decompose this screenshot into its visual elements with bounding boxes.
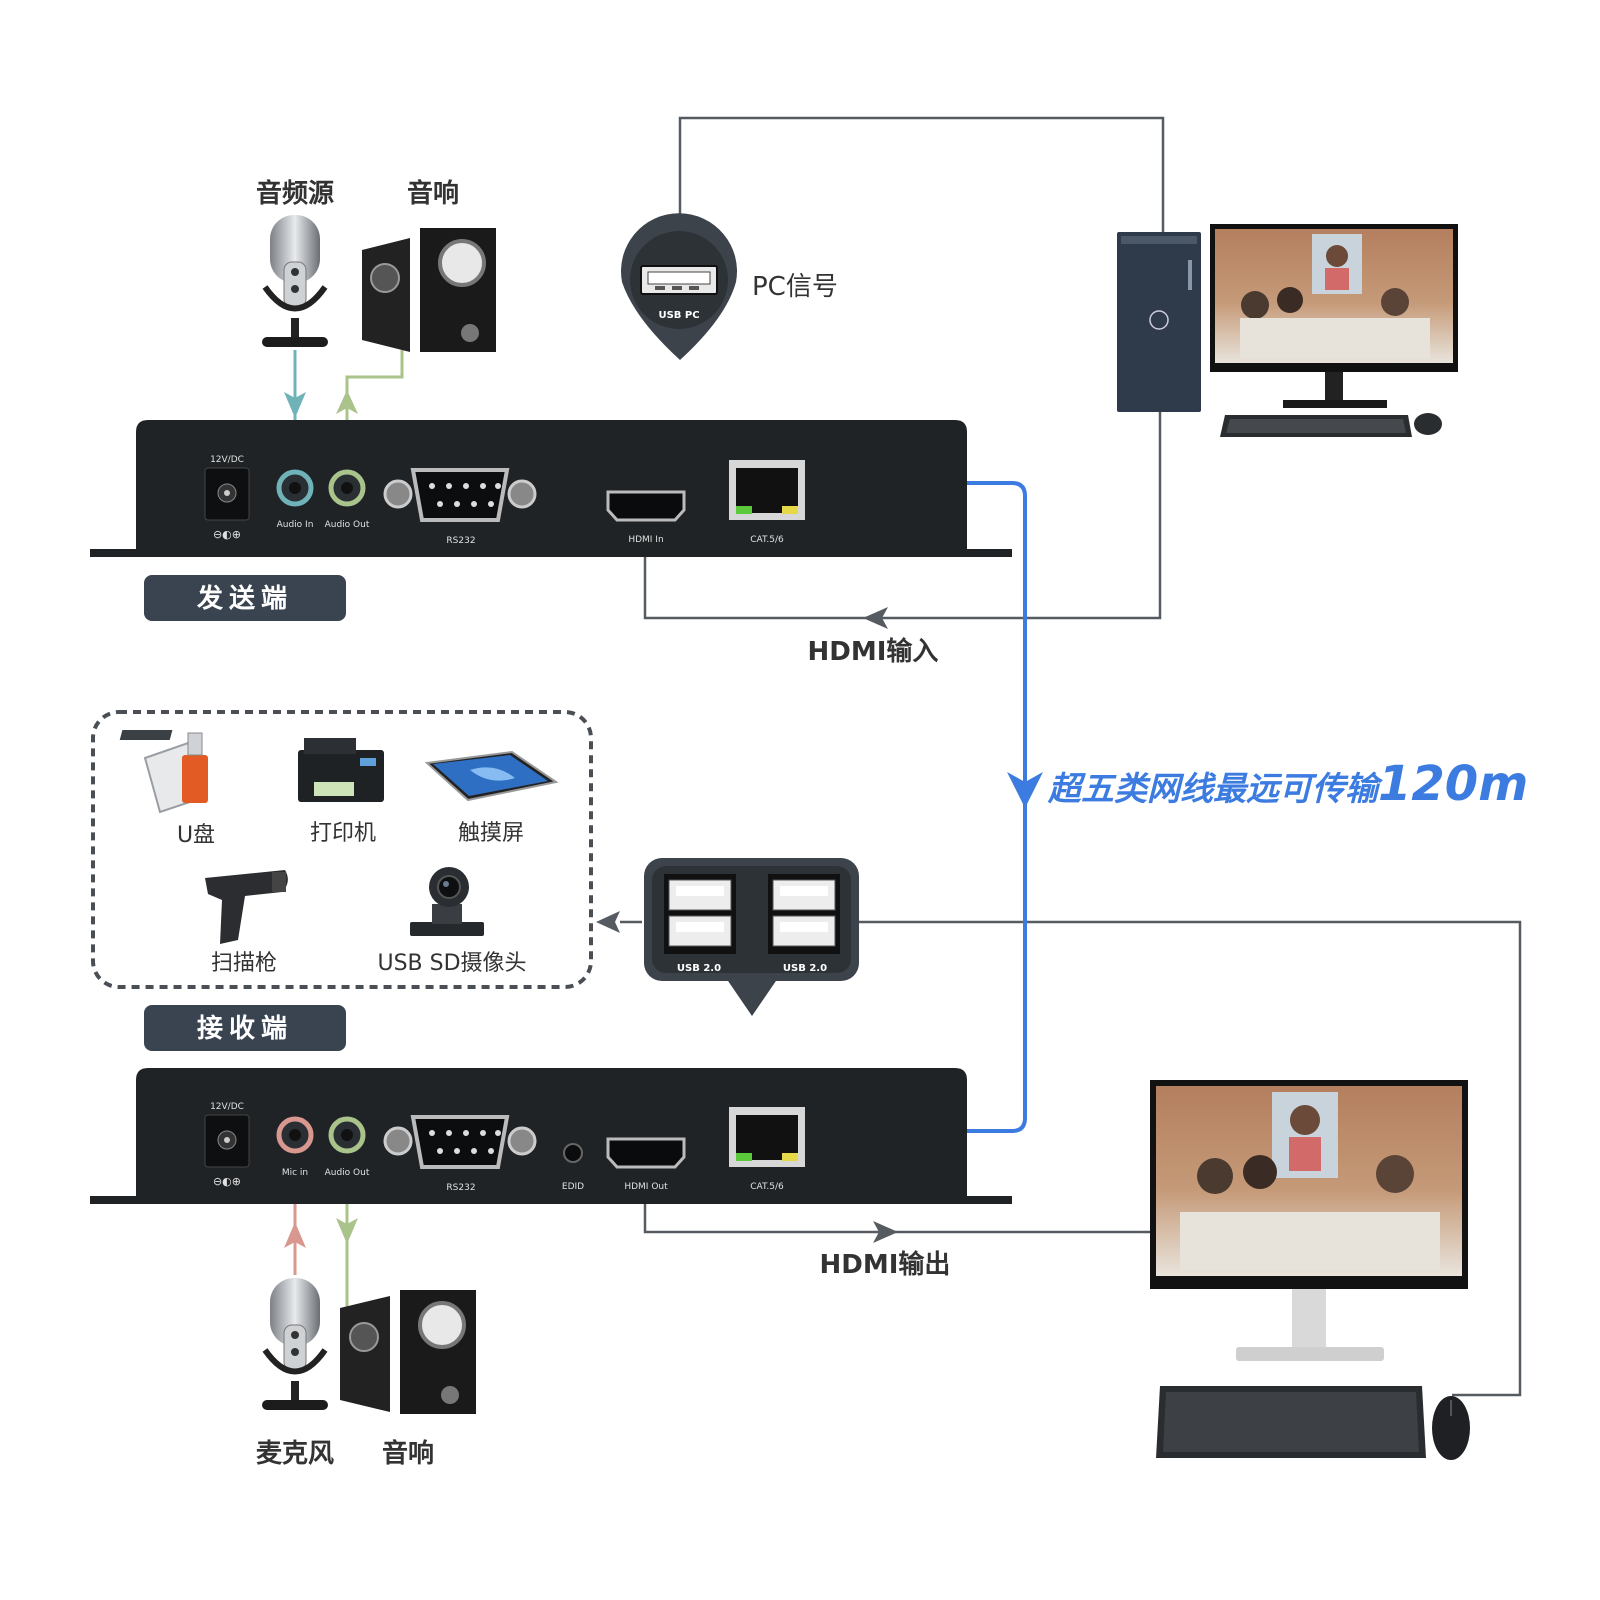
hdmi-output-arrow xyxy=(873,1221,898,1243)
usb-hub-bubble xyxy=(644,858,859,1016)
speaker-bottom-label: 音响 xyxy=(382,1438,434,1469)
tx-audio-out-label: Audio Out xyxy=(325,520,370,530)
pc-signal-label: PC信号 xyxy=(752,272,838,302)
usb-hub-port2-label: USB 2.0 xyxy=(783,963,827,974)
usb-hub-wire xyxy=(850,920,1522,1397)
peripheral-label-touchscreen: 触摸屏 xyxy=(458,821,524,846)
speaker-top-icon xyxy=(362,228,496,352)
rx-hdmi-port xyxy=(606,1137,686,1169)
microphone-icon xyxy=(262,1278,328,1410)
cable-distance-label: 超五类网线最远可传输120m xyxy=(1047,756,1528,812)
hdmi-input-wire xyxy=(643,412,1162,620)
barcode-scanner-icon xyxy=(205,870,288,944)
cat-cable xyxy=(770,481,1027,1133)
tx-audio-in-label: Audio In xyxy=(277,520,314,530)
audio-source-label: 音频源 xyxy=(256,178,334,209)
receiver-unit xyxy=(90,1068,1012,1204)
tx-hdmi-port xyxy=(606,490,686,522)
tx-power-label: 12V/DC xyxy=(210,455,244,465)
tx-hdmi-label: HDMI In xyxy=(628,535,663,545)
peripheral-label-printer: 打印机 xyxy=(310,821,376,846)
rx-power-label: 12V/DC xyxy=(210,1102,244,1112)
peripheral-label-scanner: 扫描枪 xyxy=(211,951,277,976)
transmitter-badge: 发送端 xyxy=(196,583,293,614)
pc-tower-icon xyxy=(1117,232,1201,412)
tx-power-polarity: ⊖◐⊕ xyxy=(213,528,241,541)
hdmi-output-label: HDMI输出 xyxy=(820,1249,951,1280)
cat-cable-arrow xyxy=(1007,772,1043,808)
audio-source-mic-icon xyxy=(262,215,328,347)
tx-cat-port xyxy=(729,460,805,520)
audio-in-arrow xyxy=(284,392,306,418)
tx-rs232-port xyxy=(383,468,537,522)
cable-distance-value: 120m xyxy=(1378,756,1528,812)
rx-audio-out-arrow xyxy=(336,1218,358,1244)
rx-audio-out-label: Audio Out xyxy=(325,1168,370,1178)
peripheral-group-box xyxy=(91,710,593,989)
usb-pc-bubble xyxy=(621,213,738,360)
peripheral-label-camera: USB SD摄像头 xyxy=(377,951,526,976)
mic-in-arrow xyxy=(284,1222,306,1248)
receiver-badge-bg xyxy=(144,1005,346,1051)
tx-rs232-label: RS232 xyxy=(446,536,475,546)
usb-drive-icon xyxy=(143,732,208,814)
rx-cat-label: CAT.5/6 xyxy=(750,1182,784,1192)
speaker-bottom-icon xyxy=(340,1290,476,1414)
microphone-label: 麦克风 xyxy=(256,1439,334,1469)
rx-edid-label: EDID xyxy=(562,1182,584,1192)
tablet-icon xyxy=(424,750,559,802)
usb-camera-icon xyxy=(410,867,484,936)
receiver-badge: 接收端 xyxy=(197,1014,293,1044)
rx-rs232-port xyxy=(383,1115,537,1169)
mouse-icon xyxy=(1432,1396,1470,1460)
peripheral-label-udisk: U盘 xyxy=(177,823,215,848)
usb-pc-port-label: USB PC xyxy=(658,310,699,321)
rx-power-polarity: ⊖◐⊕ xyxy=(213,1175,241,1188)
audio-out-arrow xyxy=(336,390,358,414)
transmitter-badge-bg xyxy=(144,575,346,621)
pc-monitor-icon xyxy=(1210,224,1458,408)
hdmi-input-label: HDMI输入 xyxy=(808,636,939,667)
rx-mic-in-label: Mic in xyxy=(282,1168,308,1178)
rx-hdmi-label: HDMI Out xyxy=(624,1182,668,1192)
rx-edid-button xyxy=(563,1143,583,1163)
hdmi-input-arrow xyxy=(863,607,888,629)
pc-keyboard-icon xyxy=(1220,413,1442,437)
display-monitor-icon xyxy=(1150,1080,1468,1361)
printer-icon xyxy=(119,730,384,802)
speaker-top-label: 音响 xyxy=(407,178,459,209)
tx-cat-label: CAT.5/6 xyxy=(750,535,784,545)
rx-rs232-label: RS232 xyxy=(446,1183,475,1193)
usb-hub-port1-label: USB 2.0 xyxy=(677,963,721,974)
usb-pc-wire xyxy=(678,116,1165,232)
rx-cat-port xyxy=(729,1107,805,1167)
display-keyboard-icon xyxy=(1156,1386,1426,1458)
transmitter-unit xyxy=(90,420,1012,557)
peripheral-arrow xyxy=(596,911,620,933)
